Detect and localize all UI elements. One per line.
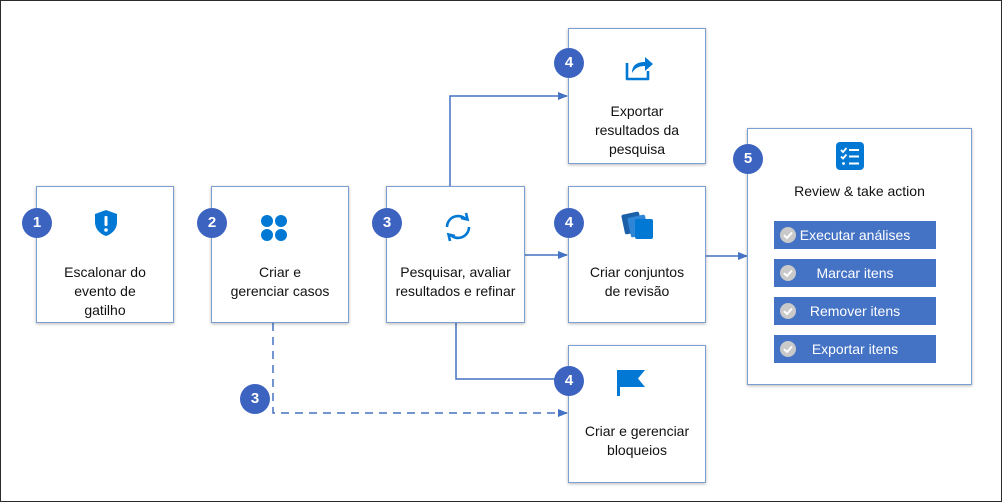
- holds-label: Criar e gerenciar bloqueios: [584, 423, 690, 458]
- share-arrow-icon: [624, 53, 654, 86]
- action-export-items[interactable]: Exportar itens: [774, 335, 936, 363]
- action-tag-items[interactable]: Marcar itens: [774, 259, 936, 287]
- step-badge-4-holds: 4: [554, 366, 584, 396]
- action-remove-items[interactable]: Remover itens: [774, 297, 936, 325]
- shield-alert-icon: [94, 209, 118, 242]
- step-badge-4-review-sets: 4: [554, 208, 584, 238]
- sync-arrows-icon: [442, 211, 474, 248]
- escalate-box: Escalonar do evento de gatilho: [36, 186, 174, 323]
- manage-cases-box: Criar e gerenciar casos: [211, 186, 349, 323]
- holds-box: Criar e gerenciar bloqueios: [568, 345, 706, 483]
- step-badge-3: 3: [372, 208, 402, 238]
- checkmark-icon: [780, 265, 796, 281]
- search-box: Pesquisar, avaliar resultados e refinar: [386, 186, 525, 323]
- action-label: Marcar itens: [816, 265, 894, 281]
- export-box: Exportar resultados da pesquisa: [568, 28, 706, 164]
- checkmark-icon: [780, 227, 796, 243]
- escalate-label: Escalonar do evento de gatilho: [64, 264, 146, 318]
- step-badge-2: 2: [197, 208, 227, 238]
- step-badge-1: 1: [22, 208, 52, 238]
- checkmark-icon: [780, 341, 796, 357]
- step-badge-5: 5: [733, 144, 763, 174]
- action-label: Exportar itens: [811, 341, 899, 357]
- arrow-search-to-holds: [455, 323, 568, 383]
- review-sets-box: Criar conjuntos de revisão: [568, 186, 706, 323]
- action-run-analytics[interactable]: Executar análises: [774, 221, 936, 249]
- manage-cases-label: Criar e gerenciar casos: [230, 264, 330, 299]
- stacked-cards-icon: [621, 211, 655, 246]
- search-label: Pesquisar, avaliar resultados e refinar: [395, 264, 516, 299]
- checkmark-icon: [780, 303, 796, 319]
- export-label: Exportar resultados da pesquisa: [594, 103, 680, 157]
- review-action-box: Review & take action Executar análises M…: [747, 128, 972, 385]
- step-badge-4-export: 4: [554, 48, 584, 78]
- connector-step-badge-3: 3: [240, 384, 270, 414]
- action-label: Remover itens: [809, 303, 901, 319]
- review-title: Review & take action: [794, 183, 925, 199]
- action-label: Executar análises: [799, 227, 911, 243]
- arrow-search-to-export: [449, 92, 568, 186]
- flag-icon: [615, 368, 647, 403]
- checklist-icon: [836, 142, 864, 175]
- four-dots-icon: [260, 214, 288, 247]
- review-sets-label: Criar conjuntos de revisão: [589, 264, 685, 299]
- dashed-arrow-cases-to-holds: [272, 323, 568, 417]
